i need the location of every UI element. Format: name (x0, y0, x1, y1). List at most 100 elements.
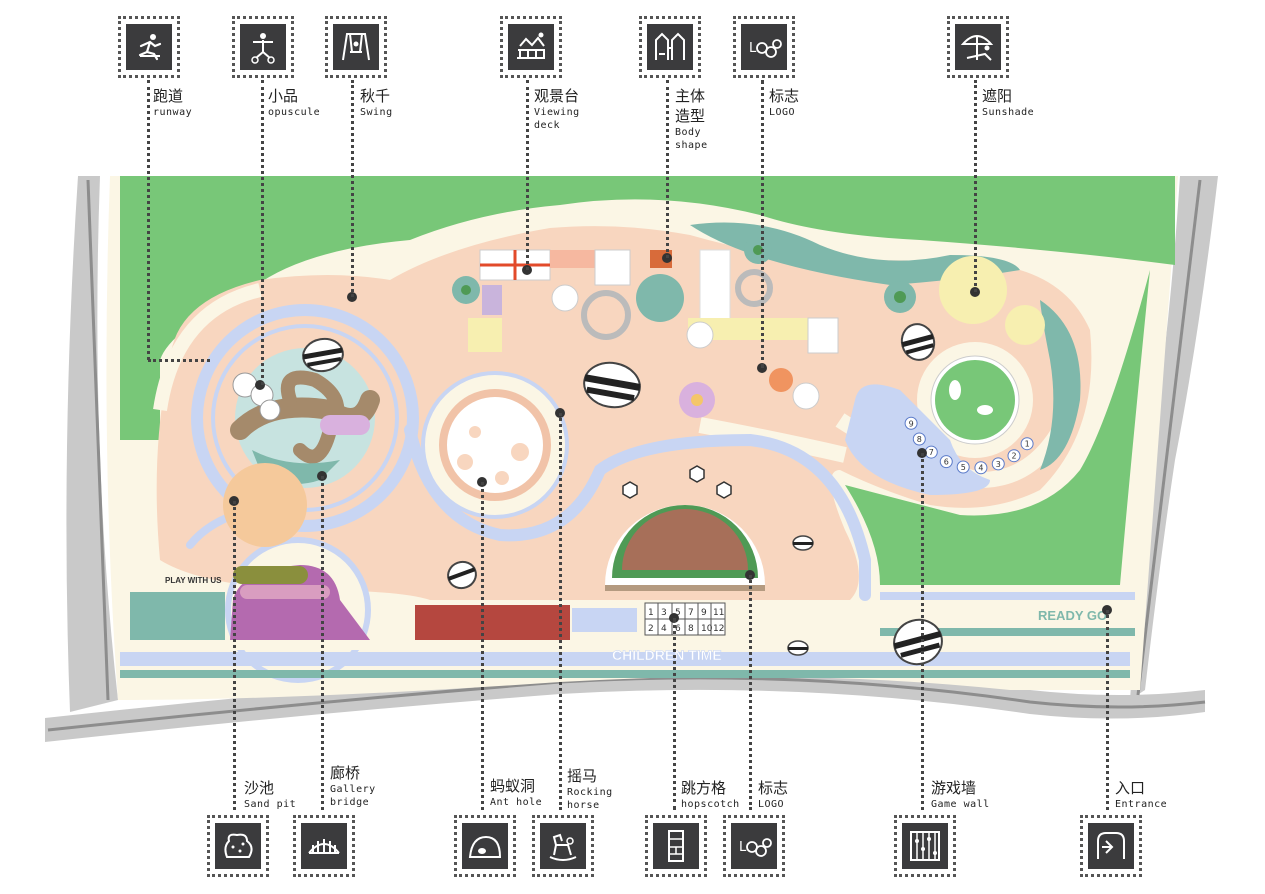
bee-icon (792, 535, 814, 551)
runway-leader-line (148, 359, 210, 362)
hopscotch-en-text: hopscotch (681, 799, 740, 810)
sand-pit-cn-text: 沙池 (244, 779, 275, 797)
play-area (156, 226, 1092, 600)
gallery-bridge-en-text: bridge (330, 797, 370, 808)
body-shape-en-text: Body (675, 127, 702, 138)
entrance-label: 入口 Entrance (1115, 778, 1167, 811)
sand-pit-label: 沙池 Sand pit (244, 778, 296, 811)
logo-top-leader-line (761, 80, 764, 368)
hopscotch-number: 8 (688, 624, 694, 634)
sand-pit-icon (215, 823, 261, 869)
viewing-deck-en-text: Viewing (534, 107, 580, 118)
game-wall-label: 游戏墙 Game wall (931, 778, 990, 811)
hopscotch-icon-box (645, 815, 707, 877)
runway-cn-text: 跑道 (153, 87, 184, 105)
body-shape-leader-line (666, 80, 669, 258)
game-wall-leader-line (921, 453, 924, 810)
umbrella-icon (955, 24, 1001, 70)
opuscule-en-text: opuscule (268, 107, 321, 118)
game-wall-cn-text: 游戏墙 (931, 779, 977, 797)
gallery-bridge-icon-box (293, 815, 355, 877)
sunshade-en-text: Sunshade (982, 107, 1035, 118)
gallery-bridge-label: 廊桥 Gallery bridge (330, 763, 376, 809)
gallery-bridge-leader-line (321, 476, 324, 810)
game-wall-number: 7 (929, 448, 934, 457)
logo-bottom-cn-text: 标志 (758, 779, 789, 797)
game-wall-number: 2 (1012, 452, 1017, 461)
hopscotch-number: 5 (675, 608, 681, 618)
logo-bottom-en-text: LOGO (758, 799, 785, 810)
rocking-horse-cn-text: 摇马 (567, 767, 598, 785)
sculpture-icon (240, 24, 286, 70)
game-wall-dial (1007, 449, 1021, 463)
game-wall-number: 1 (1025, 440, 1030, 449)
viewing-deck-cn-text: 观景台 (534, 87, 580, 105)
game-wall-dial (912, 432, 926, 446)
swing-icon (333, 24, 379, 70)
entrance-en-text: Entrance (1115, 799, 1168, 810)
swing-icon-box (325, 16, 387, 78)
logo-bottom-icon-box: L (723, 815, 785, 877)
rocking-horse-en-text: horse (567, 800, 600, 811)
sand-pit-icon-box (207, 815, 269, 877)
game-wall-en-text: Game wall (931, 799, 990, 810)
red-block (415, 605, 570, 640)
play-with-us-text: PLAY WITH US (165, 576, 222, 585)
gallery-bridge-cn-text: 廊桥 (330, 764, 361, 782)
playground-icon (647, 24, 693, 70)
hopscotch-number: 2 (648, 624, 654, 634)
hopscotch-number: 7 (688, 608, 694, 618)
logo-top-en-text: LOGO (769, 107, 796, 118)
gallery-bridge-en-text: Gallery (330, 784, 376, 795)
game-wall-number: 6 (944, 458, 949, 467)
bee-icon (787, 640, 809, 656)
sand-pit-leader-line (233, 501, 236, 810)
bee-icon (447, 560, 477, 590)
ready-go-text: READY GO (1038, 608, 1107, 623)
swing-leader-line (351, 80, 354, 297)
swing-en-text: Swing (360, 107, 393, 118)
runway-leader-line (147, 80, 150, 360)
logo-top-icon-box: L (733, 16, 795, 78)
hopscotch-number: 3 (661, 608, 667, 618)
entrance-cn-text: 入口 (1115, 779, 1146, 797)
logo-icon: L (741, 24, 787, 70)
ant-hole-cn-text: 蚂蚁洞 (490, 777, 536, 795)
sunshade-leader-line (974, 80, 977, 292)
hopscotch-number: 6 (675, 624, 681, 634)
viewing-deck-icon-box (500, 16, 562, 78)
logo-icon: L (731, 823, 777, 869)
hopscotch-icon (653, 823, 699, 869)
sand-pit-en-text: Sand pit (244, 799, 297, 810)
bee-icon (900, 323, 936, 361)
logo-bottom-leader-line (749, 575, 752, 810)
hopscotch-label: 跳方格 hopscotch (681, 778, 740, 811)
bridge-icon (301, 823, 347, 869)
rocking-horse-en-text: Rocking (567, 787, 613, 798)
body-shape-en-text: shape (675, 140, 708, 151)
runner-icon (126, 24, 172, 70)
game-wall-dial (956, 460, 970, 474)
opuscule-icon-box (232, 16, 294, 78)
game-wall-number: 9 (909, 419, 914, 428)
hopscotch-number: 1 (648, 608, 654, 618)
logo-bottom-label: 标志 LOGO (758, 778, 788, 811)
hopscotch-number: 10 (701, 624, 713, 634)
logo-top-cn-text: 标志 (769, 87, 800, 105)
game-wall-icon (902, 823, 948, 869)
hopscotch-cn-text: 跳方格 (681, 779, 727, 797)
game-wall-dial (904, 416, 918, 430)
opuscule-cn-text: 小品 (268, 87, 299, 105)
svg-text:L: L (739, 840, 747, 855)
opuscule-label: 小品 opuscule (268, 86, 320, 119)
logo-top-label: 标志 LOGO (769, 86, 799, 119)
bee-icon (302, 337, 344, 373)
ant-hole-icon-box (454, 815, 516, 877)
lawn-north (120, 176, 1175, 440)
